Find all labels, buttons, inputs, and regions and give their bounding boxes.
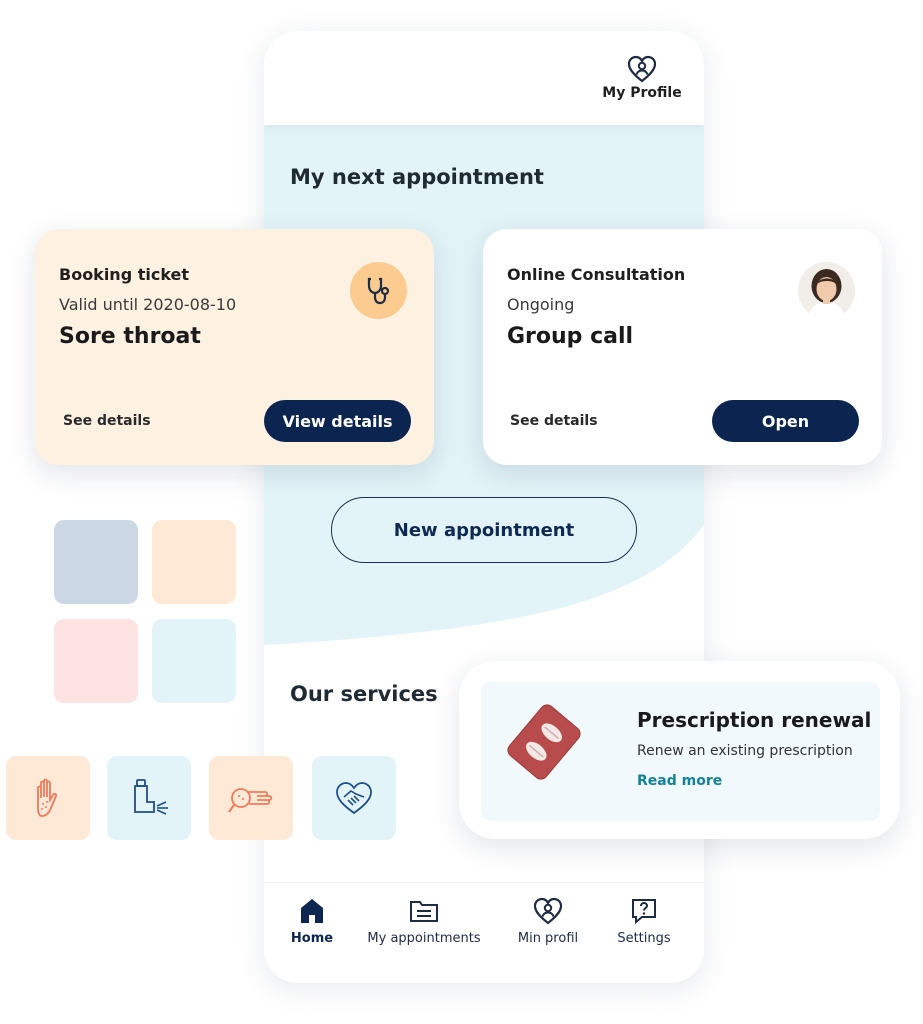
nav-settings-label: Settings: [617, 931, 671, 946]
hand-rash-icon: [37, 778, 58, 817]
nav-my-appointments[interactable]: My appointments: [364, 897, 484, 946]
service-tile-care[interactable]: [312, 756, 396, 840]
my-profile-link[interactable]: My Profile: [602, 55, 682, 101]
heart-person-icon: [627, 55, 657, 83]
pill-pack-icon: [507, 704, 581, 780]
nav-settings[interactable]: Settings: [609, 897, 679, 946]
stethoscope-badge: [350, 262, 407, 319]
nav-home-label: Home: [290, 931, 334, 946]
help-chat-icon: [632, 899, 656, 925]
card-subtitle: Valid until 2020-08-10: [59, 295, 237, 314]
nav-min-profil[interactable]: Min profil: [508, 897, 588, 946]
prescription-description: Renew an existing prescription: [637, 743, 853, 759]
read-more-link[interactable]: Read more: [637, 773, 723, 789]
booking-ticket-card[interactable]: Booking ticket Valid until 2020-08-10 So…: [35, 229, 434, 465]
service-tile-inhaler[interactable]: [107, 756, 191, 840]
new-appointment-button[interactable]: New appointment: [331, 497, 637, 563]
services-section: Our services: [264, 645, 704, 885]
inhaler-icon: [134, 779, 168, 815]
home-icon: [301, 899, 323, 923]
card-kicker: Booking ticket: [59, 265, 190, 284]
service-tile-examination[interactable]: [209, 756, 293, 840]
swatch-pink: [54, 619, 138, 703]
see-details-link[interactable]: See details: [63, 413, 151, 429]
nav-min-profil-label: Min profil: [517, 931, 579, 946]
app-header: My Profile: [264, 31, 704, 125]
prescription-renewal-card[interactable]: Prescription renewal Renew an existing p…: [459, 661, 900, 839]
prescription-title: Prescription renewal: [637, 708, 872, 732]
card-kicker: Online Consultation: [507, 265, 686, 284]
appointments-title: My next appointment: [290, 165, 544, 189]
magnifier-hand-icon: [228, 788, 273, 813]
stethoscope-icon: [367, 277, 389, 304]
bottom-nav: Home My appointments Min profil: [264, 882, 704, 983]
swatch-peach: [152, 520, 236, 604]
card-subtitle: Ongoing: [507, 295, 575, 314]
open-button[interactable]: Open: [712, 400, 859, 442]
online-consultation-card[interactable]: Online Consultation Ongoing Group call S…: [483, 229, 882, 465]
doctor-avatar: [798, 262, 855, 319]
nav-my-appointments-label: My appointments: [367, 931, 481, 946]
wave-shape: [264, 525, 704, 665]
heart-person-icon: [533, 897, 563, 925]
card-title: Group call: [507, 324, 634, 349]
heart-handshake-icon: [336, 782, 372, 815]
prescription-renewal-inner: Prescription renewal Renew an existing p…: [481, 682, 880, 821]
services-title: Our services: [290, 682, 438, 706]
see-details-link[interactable]: See details: [510, 413, 598, 429]
folder-icon: [410, 901, 438, 922]
swatch-blue: [54, 520, 138, 604]
swatch-light-blue: [152, 619, 236, 703]
service-tile-skin[interactable]: [6, 756, 90, 840]
view-details-button[interactable]: View details: [264, 400, 411, 442]
nav-home[interactable]: Home: [282, 897, 342, 946]
my-profile-label: My Profile: [602, 85, 682, 101]
card-title: Sore throat: [59, 324, 201, 349]
